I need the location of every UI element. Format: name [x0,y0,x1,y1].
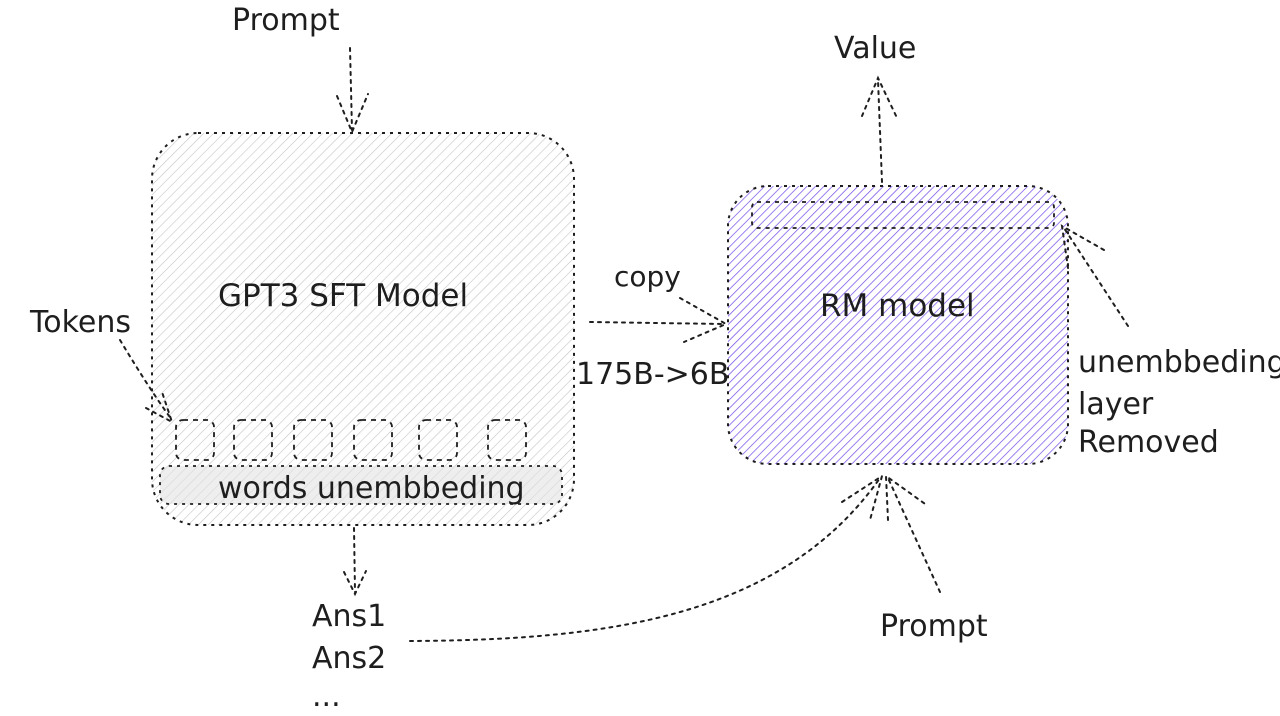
prompt-to-rm-arrowhead [884,473,929,521]
answers-to-rm-arrow [409,477,881,642]
copy-label: copy [614,260,681,293]
token-box [353,419,393,461]
rm-to-value-arrowhead [861,75,899,121]
copy-arrowhead [679,297,729,343]
rm-model-label: RM model [820,288,975,324]
gpt3-sft-model-box [151,132,575,526]
token-box [418,419,458,461]
unembedding-label-line1: unembbeding [1078,345,1280,380]
answer-1-label: Ans1 [312,599,386,634]
gpt-to-answers-arrowhead [343,570,367,597]
unembedding-pointer-arrowhead [1060,224,1105,269]
unembedding-pointer-arrow [1063,227,1129,327]
token-box [175,419,215,461]
removed-unembedding-layer [751,201,1055,229]
gpt-model-label: GPT3 SFT Model [218,278,468,314]
answers-to-rm-arrowhead [841,473,884,521]
rm-model-box [727,185,1069,465]
words-unembedding-layer [159,465,563,505]
size-label: 175B->6B [576,357,729,392]
value-label: Value [834,31,916,66]
prompt-to-gpt-arrow [349,47,353,131]
tokens-label: Tokens [29,305,131,340]
prompt-top-label: Prompt [232,3,340,38]
words-unembedding-label: words unembbeding [218,471,525,506]
prompt-to-rm-arrow [887,477,941,593]
token-box [233,419,273,461]
token-boxes [175,419,527,461]
rm-to-value-arrow [877,79,883,183]
token-box [293,419,333,461]
unembedding-label-line2: layer [1078,387,1154,422]
prompt-bottom-label: Prompt [880,609,988,644]
token-box [487,419,527,461]
tokens-pointer-arrow [119,339,173,421]
answer-2-label: Ans2 [312,641,386,676]
copy-arrow [589,321,725,325]
prompt-to-gpt-arrowhead [336,93,369,135]
tokens-pointer-arrowhead [145,391,174,425]
answers-ellipsis: ... [312,679,341,714]
unembedding-label-line3: Removed [1078,425,1219,460]
gpt-to-answers-arrow [353,527,356,593]
